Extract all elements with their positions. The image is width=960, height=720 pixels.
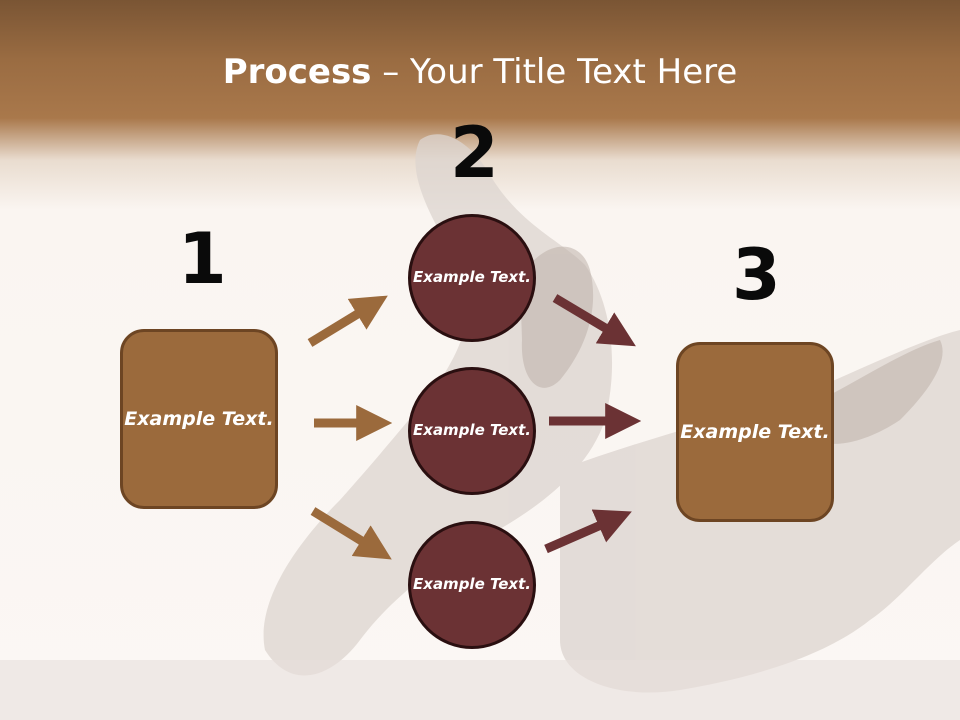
arrow-box1-to-circle-top — [307, 295, 388, 347]
arrow-circle-bottom-to-box3 — [544, 509, 632, 554]
slide-title: Process – Your Title Text Here — [0, 52, 960, 92]
step-number-1: 1 — [178, 218, 227, 300]
step-2-circle-bottom: Example Text. — [408, 521, 536, 649]
arrow-circle-top-to-box3 — [552, 294, 636, 347]
step-1-box: Example Text. — [120, 329, 278, 509]
step-2-circle-middle: Example Text. — [408, 367, 536, 495]
step-number-3: 3 — [732, 234, 781, 316]
title-rest: – Your Title Text Here — [371, 52, 738, 92]
step-3-box: Example Text. — [676, 342, 834, 522]
step-number-2: 2 — [450, 112, 499, 194]
step-2-circle-top: Example Text. — [408, 214, 536, 342]
arrow-box1-to-circle-bottom — [310, 507, 392, 560]
title-bold: Process — [222, 52, 372, 92]
